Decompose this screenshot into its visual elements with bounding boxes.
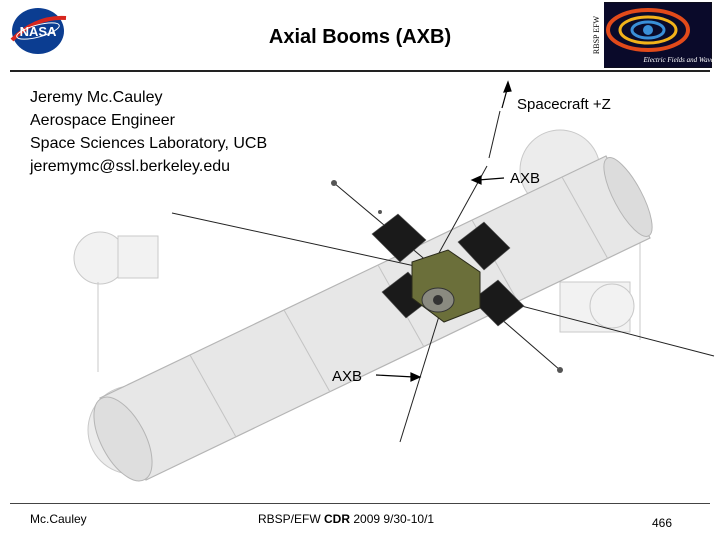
footer-event-prefix: RBSP/EFW bbox=[258, 512, 324, 526]
footer-event-bold: CDR bbox=[324, 512, 350, 526]
label-axb-top: AXB bbox=[510, 170, 540, 187]
page-number: 466 bbox=[652, 516, 672, 530]
author-role: Aerospace Engineer bbox=[30, 109, 267, 132]
author-org: Space Sciences Laboratory, UCB bbox=[30, 132, 267, 155]
slide-title: Axial Booms (AXB) bbox=[0, 26, 720, 49]
title-divider bbox=[10, 70, 710, 72]
footer-event-suffix: 2009 9/30-10/1 bbox=[350, 512, 434, 526]
footer-divider bbox=[10, 503, 710, 504]
author-block: Jeremy Mc.Cauley Aerospace Engineer Spac… bbox=[30, 86, 267, 178]
footer-event: RBSP/EFW CDR 2009 9/30-10/1 bbox=[258, 512, 434, 526]
label-spacecraft-z: Spacecraft +Z bbox=[517, 96, 611, 113]
efw-caption-text: Electric Fields and Waves bbox=[642, 56, 712, 64]
author-email: jeremymc@ssl.berkeley.edu bbox=[30, 155, 267, 178]
author-name: Jeremy Mc.Cauley bbox=[30, 86, 267, 109]
footer-author: Mc.Cauley bbox=[30, 512, 87, 526]
label-axb-bottom: AXB bbox=[332, 368, 362, 385]
